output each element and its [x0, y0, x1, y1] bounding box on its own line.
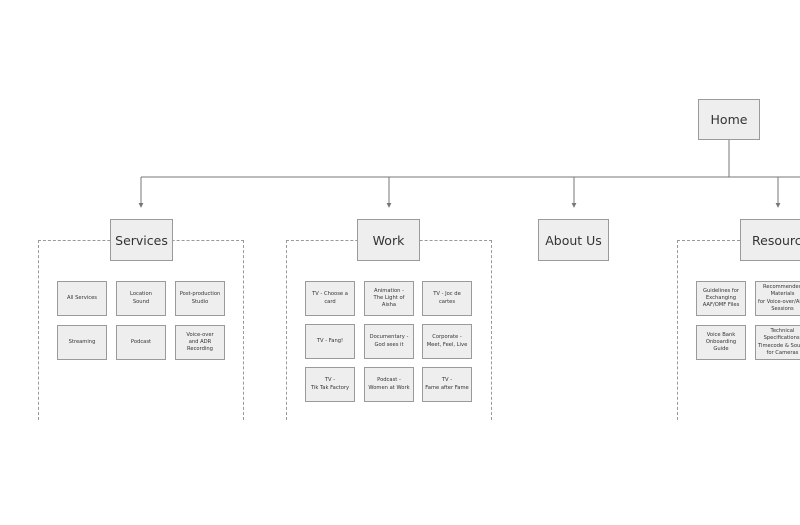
work-page-fang[interactable]: TV - Fang!	[305, 324, 355, 359]
work-page-fame-after-fame[interactable]: TV - Fame after Fame	[422, 367, 472, 402]
work-page-light-of-aisha[interactable]: Animation - The Light of Aisha	[364, 281, 414, 316]
services-page-location-sound[interactable]: Location Sound	[116, 281, 166, 316]
work-page-meet-feel-live[interactable]: Corporate - Meet, Feel, Live	[422, 324, 472, 359]
resources-node[interactable]: Resource	[740, 219, 800, 261]
work-page-joc-de-cartes[interactable]: TV - Joc de cartes	[422, 281, 472, 316]
work-page-god-sees-it[interactable]: Documentary - God sees it	[364, 324, 414, 359]
resources-page-recommended-materials[interactable]: Recommended Materials for Voice-over/ADR…	[755, 281, 800, 316]
resources-page-aaf-omf-guidelines[interactable]: Guidelines for Exchanging AAF/OMF Files	[696, 281, 746, 316]
services-page-all-services[interactable]: All Services	[57, 281, 107, 316]
about-us-node[interactable]: About Us	[538, 219, 609, 261]
services-page-streaming[interactable]: Streaming	[57, 325, 107, 360]
work-page-tik-tak-factory[interactable]: TV - Tik Tak Factory	[305, 367, 355, 402]
work-page-women-at-work[interactable]: Podcast - Women at Work	[364, 367, 414, 402]
services-page-podcast[interactable]: Podcast	[116, 325, 166, 360]
services-node[interactable]: Services	[110, 219, 173, 261]
work-page-choose-a-card[interactable]: TV - Choose a card	[305, 281, 355, 316]
home-node[interactable]: Home	[698, 99, 760, 140]
work-node[interactable]: Work	[357, 219, 420, 261]
resources-page-technical-specifications[interactable]: Technical Specifications: Timecode & Sou…	[755, 325, 800, 360]
services-page-voice-over-adr[interactable]: Voice-over and ADR Recording	[175, 325, 225, 360]
resources-page-voice-bank-onboarding[interactable]: Voice Bank Onboarding Guide	[696, 325, 746, 360]
services-page-post-production-studio[interactable]: Post-production Studio	[175, 281, 225, 316]
resources-group	[677, 240, 800, 420]
